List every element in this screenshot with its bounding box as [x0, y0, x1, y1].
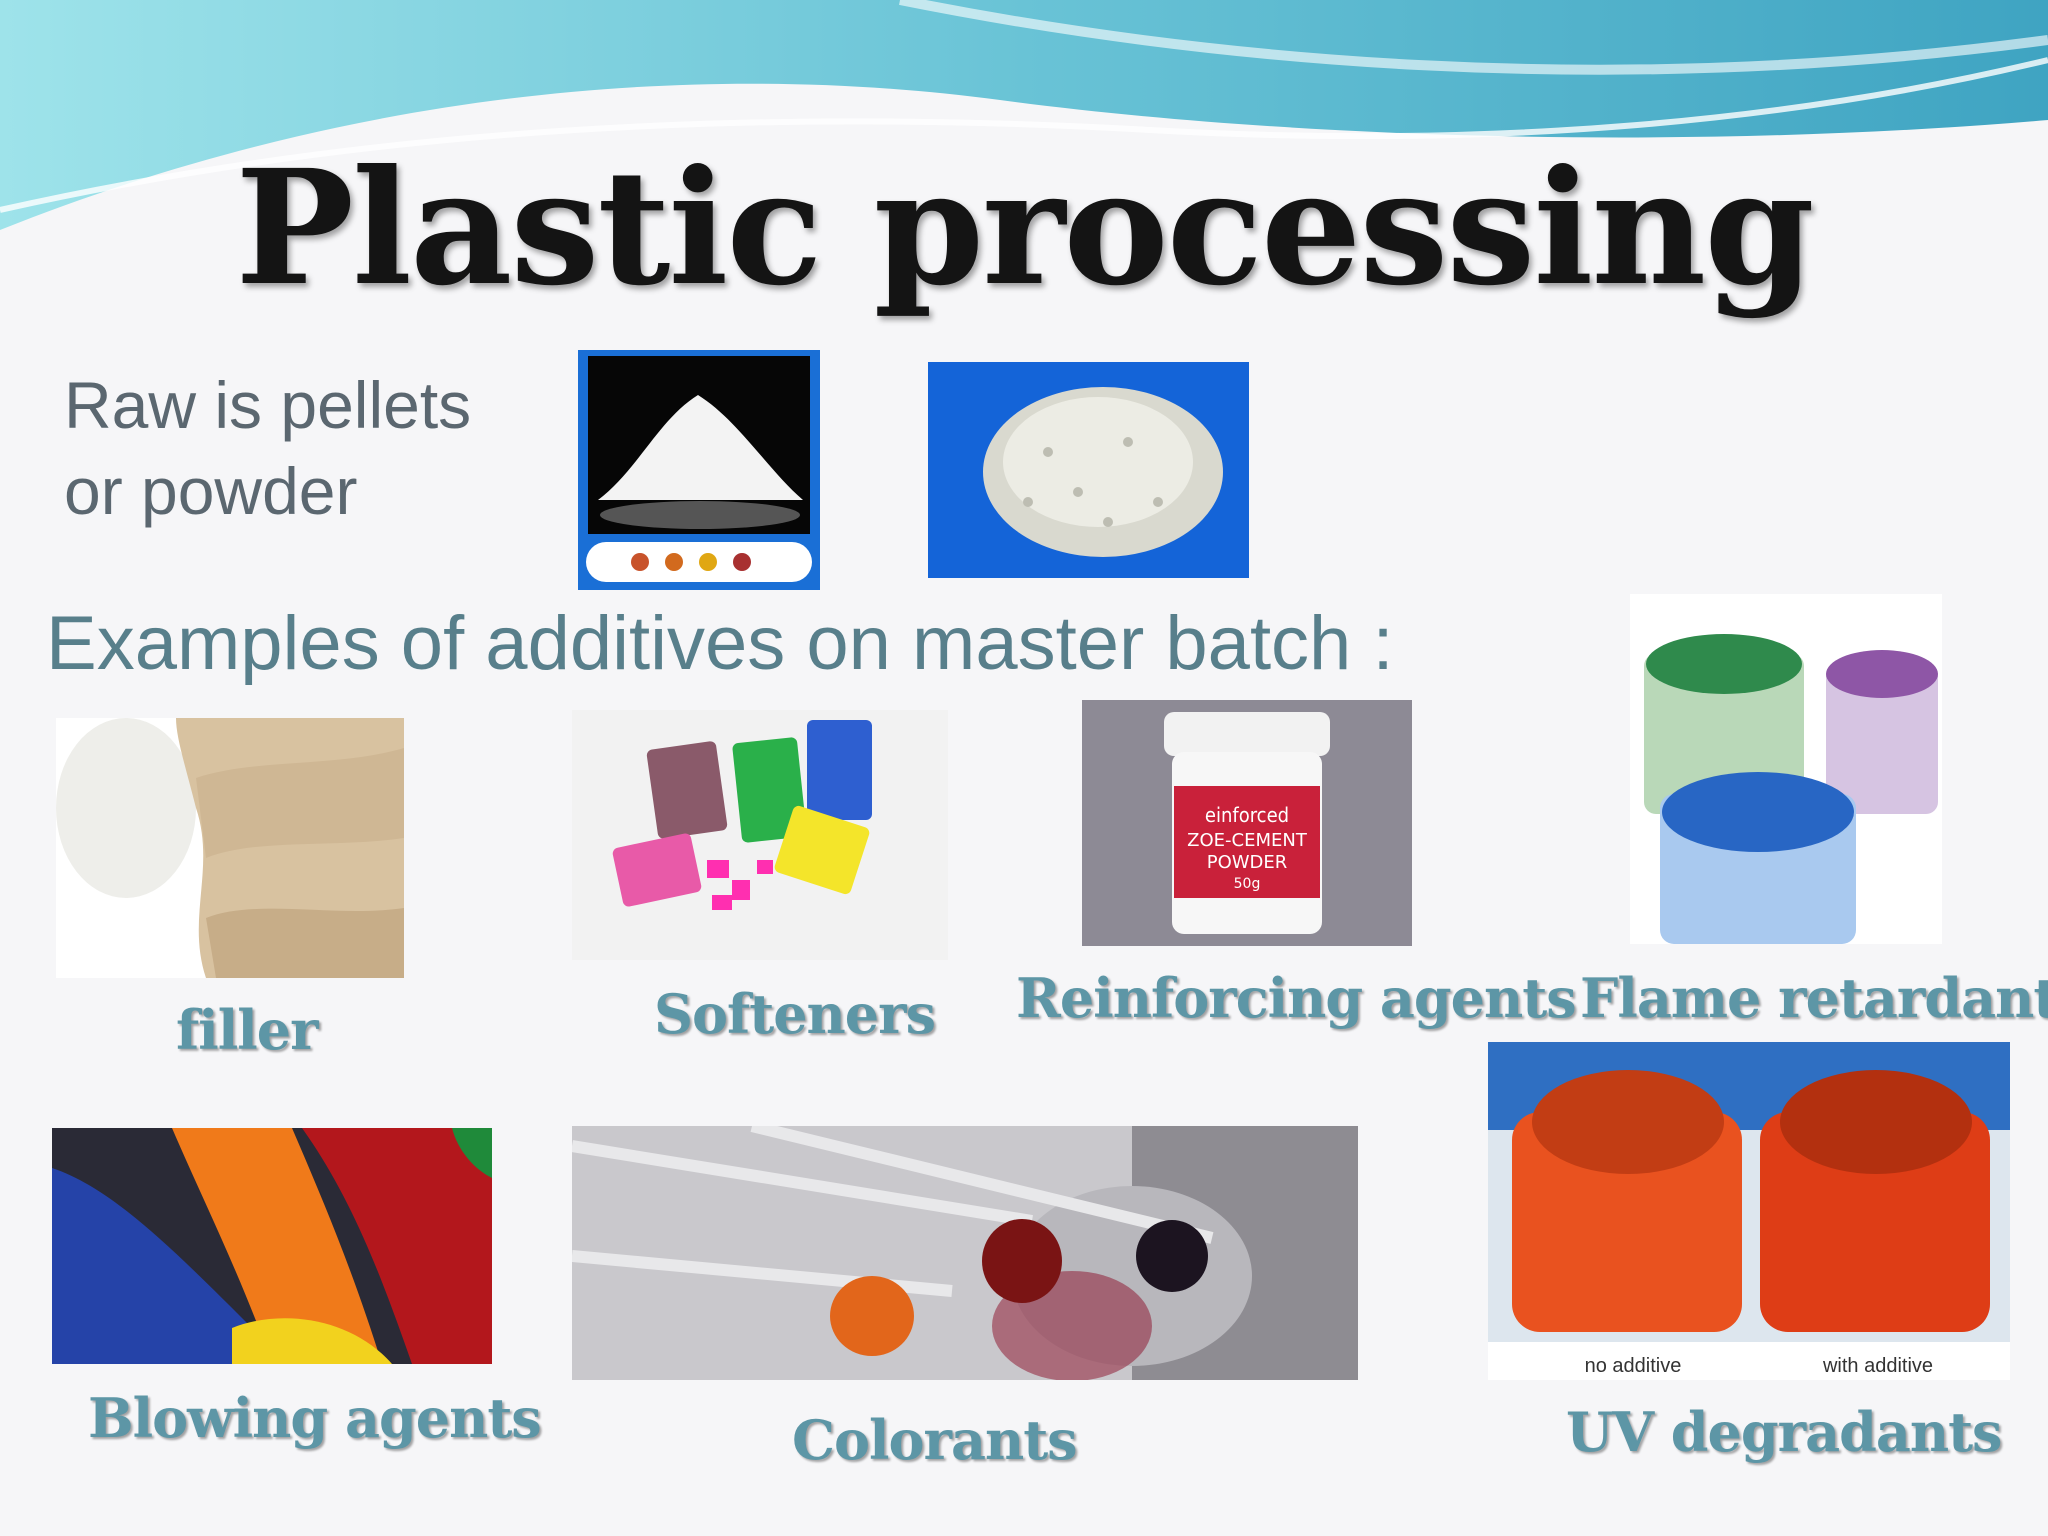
- caption-reinforcing-agents: Reinforcing agents: [1016, 966, 1577, 1030]
- uv-degradants-photo: no additive with additive: [1488, 1042, 2010, 1380]
- caption-softeners: Softeners: [654, 982, 936, 1046]
- uv-with-additive-label: with additive: [1822, 1355, 1933, 1377]
- caption-colorants: Colorants: [792, 1408, 1078, 1472]
- jar-label-line2: ZOE-CEMENT: [1187, 830, 1308, 851]
- slide-title: Plastic processing: [235, 136, 1814, 321]
- additives-heading: Examples of additives on master batch :: [46, 601, 1394, 686]
- uv-no-additive-label: no additive: [1585, 1355, 1682, 1377]
- flame-retardants-photo: [1630, 594, 1942, 944]
- jar-label-line4: 50g: [1234, 876, 1261, 892]
- softeners-photo: [572, 710, 948, 960]
- filler-photo: [56, 718, 404, 978]
- caption-flame-retardants: Flame retardants: [1580, 966, 2048, 1030]
- header-wave-decoration: [0, 0, 2048, 230]
- jar-label-line1: einforced: [1205, 803, 1289, 827]
- jar-label-line3: POWDER: [1207, 852, 1288, 873]
- caption-uv-degradants: UV degradants: [1566, 1400, 2002, 1464]
- powder-photo: [578, 350, 820, 590]
- raw-line-2: or powder: [64, 454, 358, 528]
- colorants-photo: [572, 1126, 1358, 1380]
- raw-line-1: Raw is pellets: [64, 368, 472, 442]
- caption-blowing-agents: Blowing agents: [88, 1386, 542, 1450]
- blowing-agents-photo: [52, 1128, 492, 1364]
- reinforcing-photo: einforced ZOE-CEMENT POWDER 50g: [1082, 700, 1412, 946]
- raw-material-text: Raw is pellets or powder: [64, 362, 471, 534]
- pellets-photo: [928, 362, 1249, 578]
- caption-filler: filler: [176, 998, 319, 1062]
